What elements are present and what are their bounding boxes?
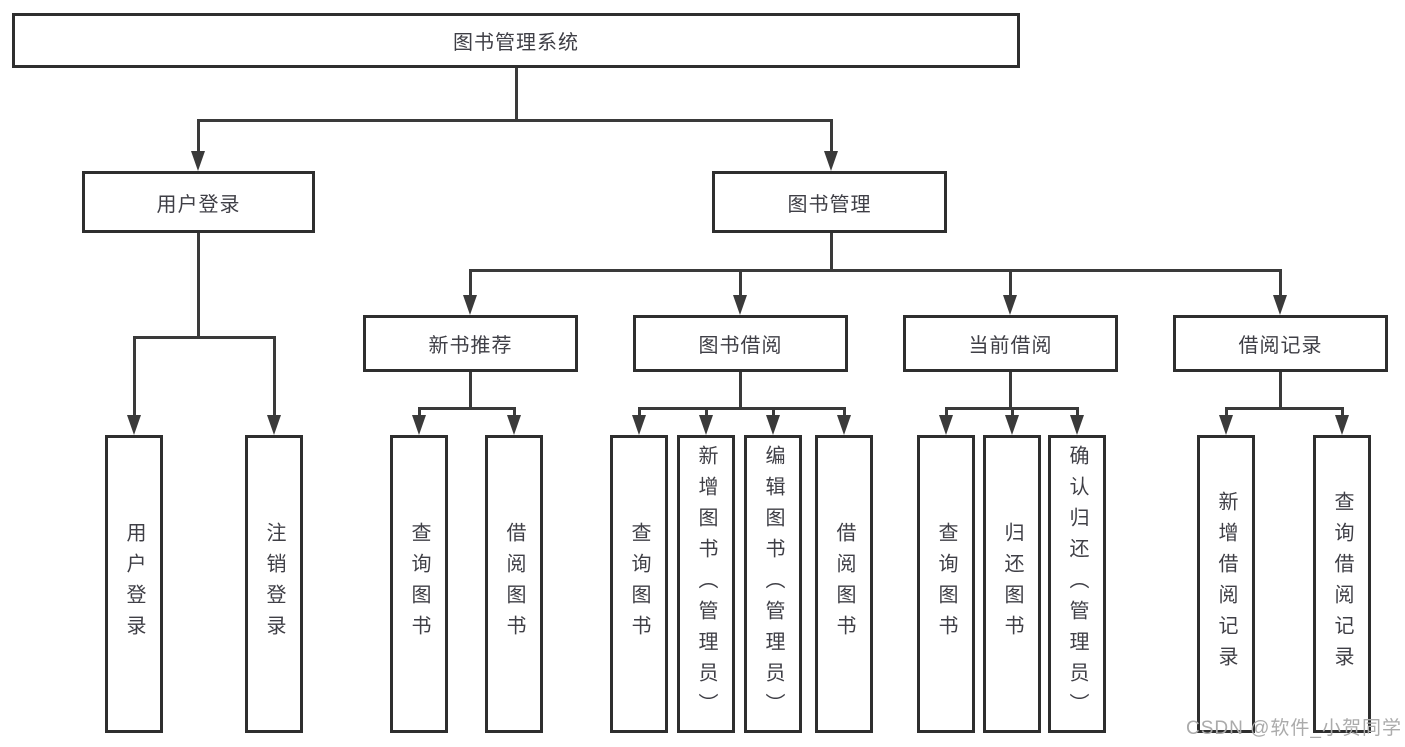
arrow-down	[507, 415, 521, 435]
arrow-down	[733, 295, 747, 315]
leaf-label: 新增图书（管理员）	[695, 444, 717, 724]
leaf-label: 注销登录	[263, 522, 285, 646]
leaf-logout: 注销登录	[245, 435, 303, 733]
arrow-down	[127, 415, 141, 435]
leaf-label: 借阅图书	[503, 522, 525, 646]
edge-leaf	[418, 407, 421, 418]
node-new-book-rec-label: 新书推荐	[428, 335, 513, 357]
leaf-add-borrow-record: 新增借阅记录	[1197, 435, 1255, 733]
edge-book-borrow-bar	[638, 407, 846, 410]
edge-to-current	[1009, 269, 1012, 297]
node-new-book-rec: 新书推荐	[363, 315, 578, 372]
edge-book-borrow-drop	[739, 372, 742, 409]
leaf-label: 编辑图书（管理员）	[762, 444, 784, 724]
arrow-down	[191, 151, 205, 171]
edge-to-borrow	[739, 269, 742, 297]
arrow-down	[412, 415, 426, 435]
edge-user-login-bar	[133, 336, 276, 339]
node-borrow-record: 借阅记录	[1173, 315, 1388, 372]
leaf-label: 用户登录	[123, 522, 145, 646]
edge-leaf	[1011, 407, 1014, 418]
leaf-label: 查询图书	[628, 522, 650, 646]
arrow-down	[632, 415, 646, 435]
arrow-down	[1070, 415, 1084, 435]
arrow-down	[939, 415, 953, 435]
leaf-label: 查询借阅记录	[1331, 491, 1353, 677]
leaf-query-book-2: 查询图书	[610, 435, 668, 733]
leaf-edit-book-admin: 编辑图书（管理员）	[744, 435, 802, 733]
leaf-return-book: 归还图书	[983, 435, 1041, 733]
leaf-query-book-1: 查询图书	[390, 435, 448, 733]
arrow-down	[1003, 295, 1017, 315]
edge-book-mgmt-drop	[830, 233, 833, 271]
node-book-mgmt-label: 图书管理	[787, 193, 872, 216]
edge-leaf	[705, 407, 708, 418]
edge-leaf	[1341, 407, 1344, 418]
leaf-label: 查询图书	[935, 522, 957, 646]
leaf-label: 新增借阅记录	[1215, 491, 1237, 677]
leaf-label: 查询图书	[408, 522, 430, 646]
edge-leaf	[945, 407, 948, 418]
leaf-borrow-book-1: 借阅图书	[485, 435, 543, 733]
edge-to-new-book	[469, 269, 472, 297]
arrow-down	[267, 415, 281, 435]
arrow-down	[824, 151, 838, 171]
edge-current-drop	[1009, 372, 1012, 409]
node-book-borrow-label: 图书借阅	[698, 335, 783, 357]
edge-user-login-drop	[197, 233, 200, 338]
arrow-down	[699, 415, 713, 435]
node-current-borrow-label: 当前借阅	[968, 335, 1053, 357]
arrow-down	[1219, 415, 1233, 435]
edge-root-drop	[515, 68, 518, 120]
leaf-label: 借阅图书	[833, 522, 855, 646]
csdn-watermark: CSDN @软件_小贺同学	[1186, 718, 1402, 739]
edge-to-book-mgmt	[830, 119, 833, 153]
node-user-login-label: 用户登录	[156, 193, 241, 216]
leaf-add-book-admin: 新增图书（管理员）	[677, 435, 735, 733]
edge-to-record	[1279, 269, 1282, 297]
arrow-down	[766, 415, 780, 435]
edge-leaf	[843, 407, 846, 418]
node-borrow-record-label: 借阅记录	[1238, 335, 1323, 357]
node-user-login: 用户登录	[82, 171, 315, 233]
edge-book-mgmt-bar	[469, 269, 1282, 272]
leaf-query-book-3: 查询图书	[917, 435, 975, 733]
edge-new-book-bar	[418, 407, 516, 410]
leaf-borrow-book-2: 借阅图书	[815, 435, 873, 733]
leaf-label: 归还图书	[1001, 522, 1023, 646]
edge-leaf	[1076, 407, 1079, 418]
arrow-down	[1335, 415, 1349, 435]
node-book-mgmt: 图书管理	[712, 171, 947, 233]
edge-leaf	[772, 407, 775, 418]
node-root-label: 图书管理系统	[453, 32, 579, 54]
edge-to-user-login	[197, 119, 200, 153]
edge-root-bar	[197, 119, 833, 122]
edge-record-drop	[1279, 372, 1282, 409]
node-root: 图书管理系统	[12, 13, 1020, 68]
edge-new-book-drop	[469, 372, 472, 409]
arrow-down	[463, 295, 477, 315]
arrow-down	[837, 415, 851, 435]
leaf-user-login: 用户登录	[105, 435, 163, 733]
leaf-confirm-return-admin: 确认归还（管理员）	[1048, 435, 1106, 733]
edge-to-login-leaf	[133, 336, 136, 417]
edge-leaf	[1225, 407, 1228, 418]
leaf-label: 确认归还（管理员）	[1066, 444, 1088, 724]
node-current-borrow: 当前借阅	[903, 315, 1118, 372]
node-book-borrow: 图书借阅	[633, 315, 848, 372]
edge-leaf	[638, 407, 641, 418]
arrow-down	[1273, 295, 1287, 315]
arrow-down	[1005, 415, 1019, 435]
edge-to-logout-leaf	[273, 336, 276, 417]
edge-leaf	[513, 407, 516, 418]
edge-record-bar	[1225, 407, 1344, 410]
leaf-query-borrow-record: 查询借阅记录	[1313, 435, 1371, 733]
